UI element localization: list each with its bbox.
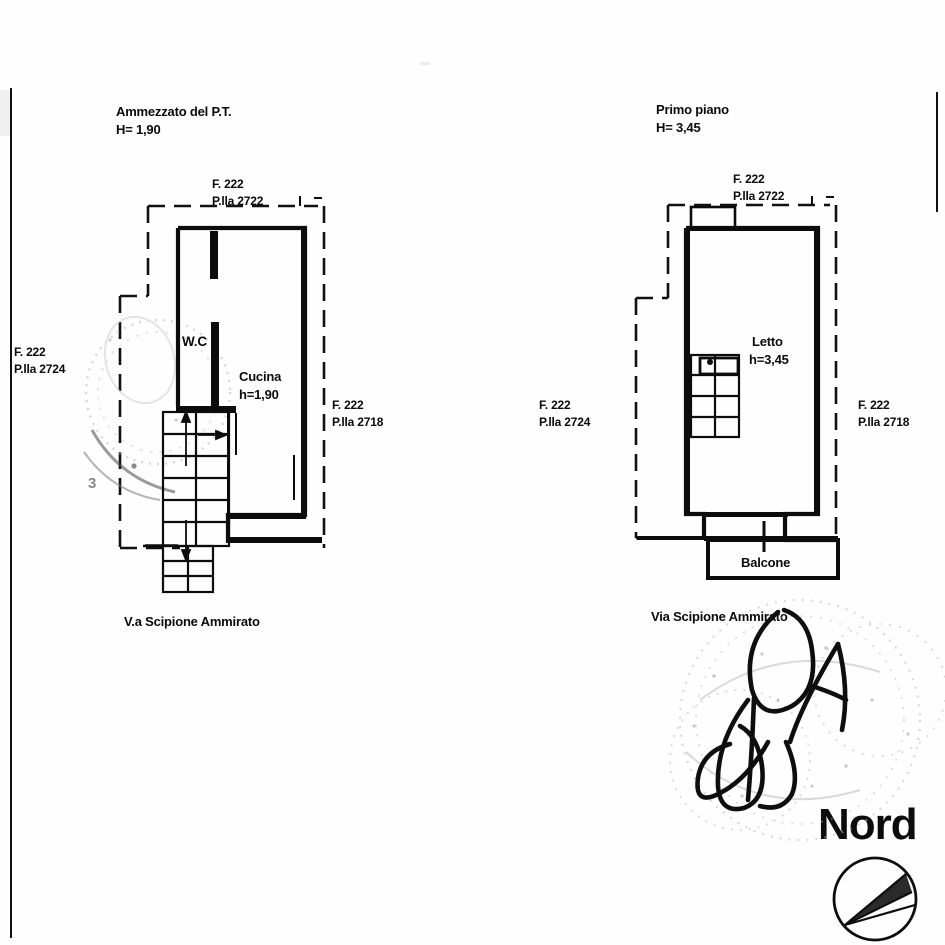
left-openings — [143, 544, 178, 548]
left-parcel-boundary — [118, 204, 326, 550]
left-plan-right-label-line1: F. 222 — [332, 398, 364, 412]
room-label-letto: Letto — [752, 334, 783, 349]
right-plan-top-label-line2: P.lla 2722 — [733, 189, 785, 203]
round-stamp-left: 3 — [83, 315, 232, 501]
room-label-wc: W.C — [182, 334, 207, 349]
right-plan-height-note: H= 3,45 — [656, 120, 701, 135]
left-plan-left-label-line1: F. 222 — [14, 345, 46, 359]
balcone-outline — [706, 538, 840, 580]
page-edge-right — [936, 92, 938, 212]
svg-text:3: 3 — [88, 475, 96, 492]
right-staircase — [689, 353, 741, 439]
right-stair-arrow — [707, 359, 713, 365]
compass-rose — [832, 856, 918, 942]
right-plan-top-label-line1: F. 222 — [733, 172, 765, 186]
right-plan-left-label-line1: F. 222 — [539, 398, 571, 412]
right-parcel-boundary — [634, 203, 838, 540]
right-plan-right-label-line1: F. 222 — [858, 398, 890, 412]
room-label-letto-height: h=3,45 — [749, 352, 789, 367]
left-structural-walls — [176, 228, 322, 543]
room-label-balcone: Balcone — [741, 555, 791, 570]
left-staircase — [161, 410, 231, 594]
left-plan-height-note: H= 1,90 — [116, 122, 161, 137]
right-plan-street-label: Via Scipione Ammirato — [651, 609, 788, 624]
right-plan-left-label-line2: P.lla 2724 — [539, 415, 591, 429]
left-plan-dim-ticks — [299, 196, 322, 206]
page-edge-smudge-left — [0, 90, 10, 136]
left-plan-geometry: 3 — [83, 196, 326, 594]
left-stair-arrows — [180, 409, 229, 563]
right-top-box — [689, 205, 737, 231]
page-edge-smudge-top — [420, 62, 430, 65]
right-plan-title: Primo piano — [656, 102, 729, 117]
right-plan-geometry — [634, 196, 840, 580]
left-plan-right-label-line2: P.lla 2718 — [332, 415, 384, 429]
page-edge-left — [10, 88, 12, 648]
left-plan-left-label-line2: P.lla 2724 — [14, 362, 66, 376]
left-building-walls — [175, 225, 320, 543]
left-plan-top-label-line2: P.lla 2722 — [212, 194, 264, 208]
left-plan-title: Ammezzato del P.T. — [116, 104, 232, 119]
room-label-cucina-height: h=1,90 — [239, 387, 279, 402]
right-plan-dim-ticks — [811, 196, 834, 205]
right-building-walls — [683, 225, 836, 543]
page-edge-left-lower — [10, 648, 12, 938]
room-label-cucina: Cucina — [239, 369, 282, 384]
right-plan-right-label-line2: P.lla 2718 — [858, 415, 910, 429]
signature-and-stamp — [669, 598, 945, 842]
left-plan-street-label: V.a Scipione Ammirato — [124, 614, 260, 629]
left-plan-top-label-line1: F. 222 — [212, 177, 244, 191]
compass-label: Nord — [818, 800, 918, 849]
left-partitions — [227, 413, 295, 513]
